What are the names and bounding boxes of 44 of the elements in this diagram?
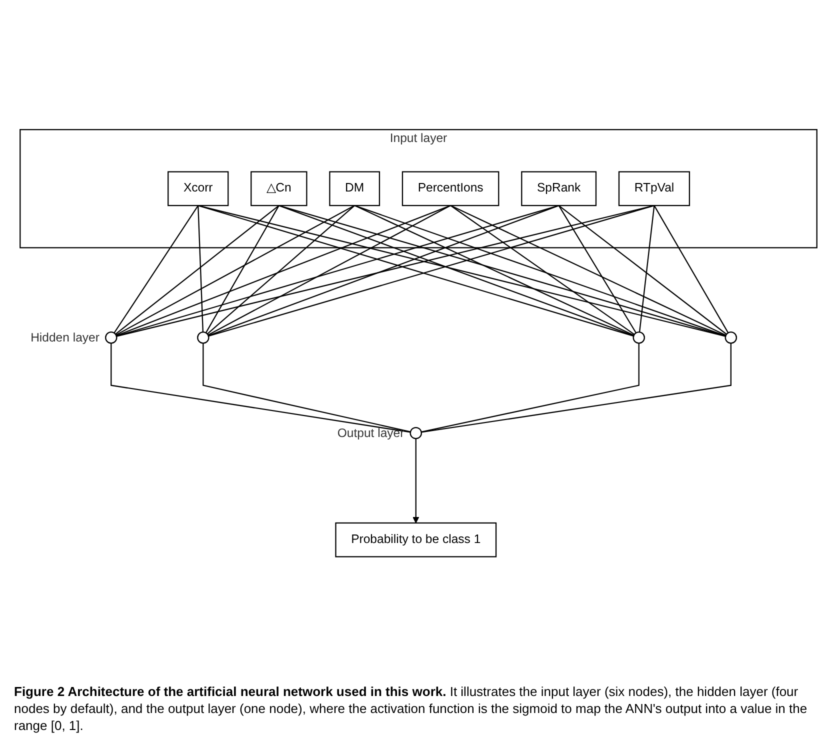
connector [208,205,451,336]
connector [115,205,280,335]
connector [116,204,559,337]
node-box [521,171,597,206]
node-circle [197,332,210,344]
connector [206,205,355,334]
connector [205,205,280,334]
figure-caption: Figure 2 Architecture of the artificial neural network used in this work. It illustrates the input layer (six nodes), the hidden layer (four nodes by default), and the output layer (one node), where the activation function is the sigmoid to map the ANN's output into a value in the range [0, 1]. [14,684,808,735]
layer-label: Output layer [337,426,404,440]
connector [198,204,726,337]
cluster [20,129,818,248]
connector [116,205,355,336]
node-circle [724,332,738,344]
node-box [329,171,380,206]
connector [116,205,451,336]
node-box [402,171,500,206]
layer-label: Hidden layer [30,330,100,344]
node-circle [410,426,422,440]
connector [278,205,634,336]
connector [198,206,204,332]
connector [354,205,726,336]
node-circle [632,332,645,344]
connector [421,343,640,432]
node-box [168,171,229,206]
connector [208,205,560,336]
node-box [250,171,308,206]
node-box [618,171,690,206]
connector [114,205,199,334]
connector [450,205,635,335]
network-diagram: Input layer Xcorr △Cn DM PercentIons SpRank RTpVal Probability to be class 1 Hidden layer Output layer [14,8,823,678]
connector [654,205,729,334]
connector [202,343,411,432]
connector [558,205,636,334]
connector [638,205,655,332]
connector [116,204,654,337]
connector [450,205,726,336]
connector [558,205,727,335]
connector [354,205,634,336]
arrow [412,438,420,524]
connector [421,343,732,433]
connector [278,204,726,337]
node-circle [105,332,118,344]
connector [110,343,410,433]
node-box [335,522,497,558]
